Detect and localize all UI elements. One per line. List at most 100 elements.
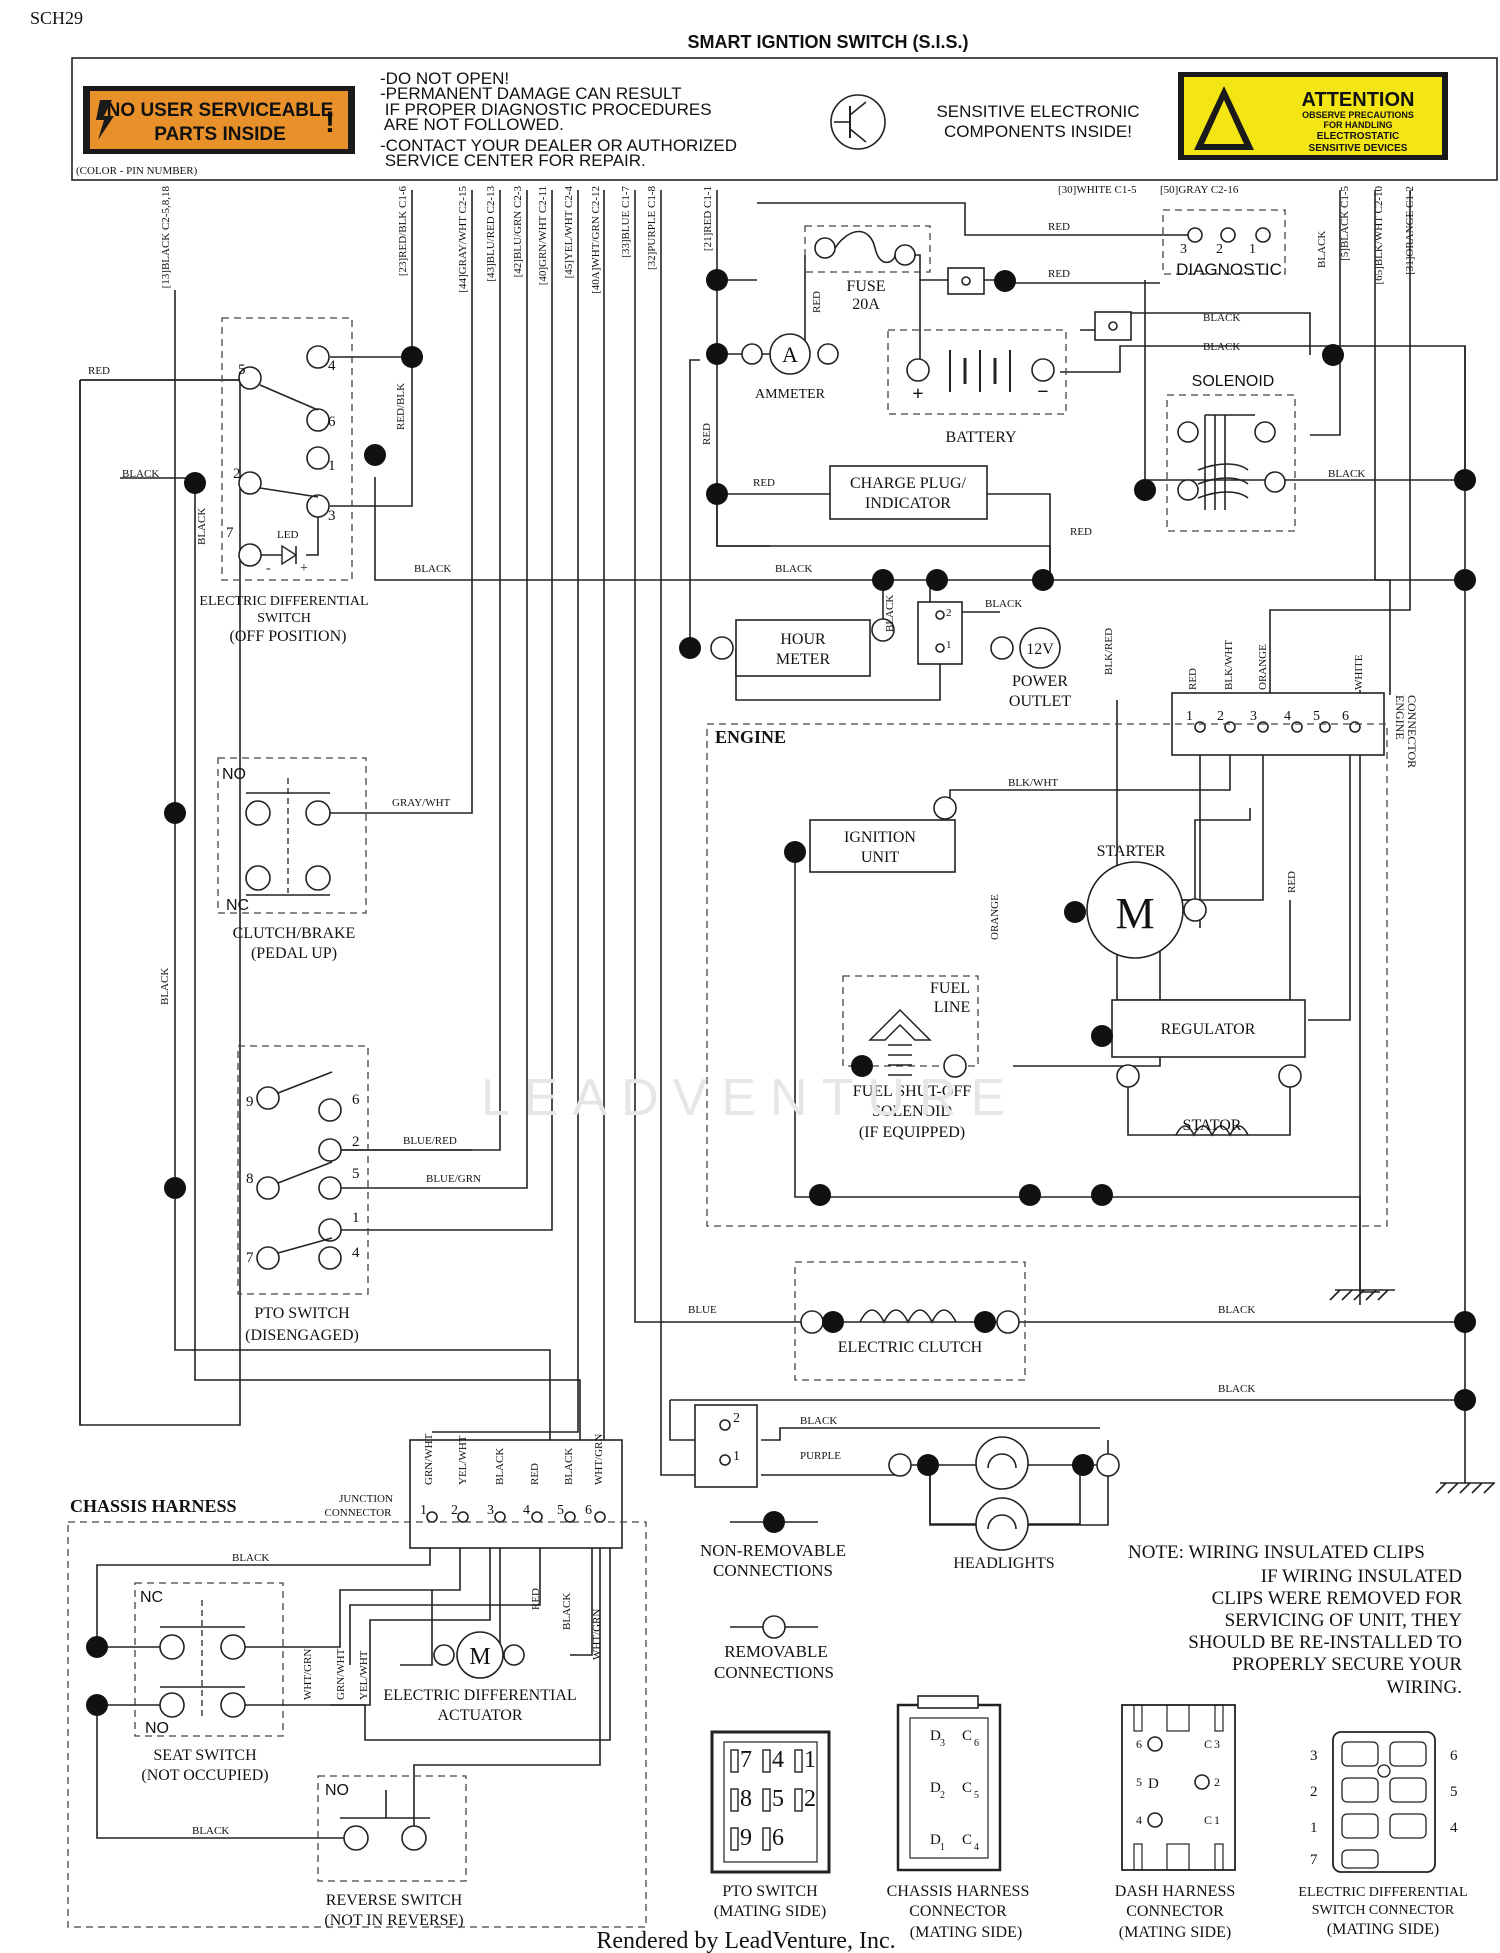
wire-label: BLACK [196,508,208,545]
wire-label: ORANGE [989,894,1001,940]
pin-label: [23]RED/BLK C1-6 [397,186,409,277]
warning-line: -CONTACT YOUR DEALER OR AUTHORIZED [380,136,737,155]
svg-text:1: 1 [804,1747,816,1773]
wire-label: PURPLE [800,1450,841,1462]
wire-label: BLACK [1203,312,1240,324]
svg-text:D: D [930,1780,941,1796]
headlights: HEADLIGHTS [888,1436,1120,1572]
svg-text:D: D [930,1728,941,1744]
wire-label: RED [88,365,110,377]
svg-text:3: 3 [1250,709,1257,724]
svg-text:5: 5 [1136,1775,1142,1789]
svg-text:6: 6 [585,1503,592,1518]
non-removable-label-2: CONNECTIONS [713,1561,833,1580]
diagnostic-label: DIAGNOSTIC [1176,260,1282,279]
warning-line: SERVICE CENTER FOR REPAIR. [380,151,646,170]
svg-text:1: 1 [1186,709,1193,724]
wire-label: BLACK [1203,341,1240,353]
sis-title: SMART IGNTION SWITCH (S.I.S.) [688,32,969,52]
pin-label: [40A]WHT/GRN C2-12 [590,186,602,294]
chassis-mating-label-3: (MATING SIDE) [910,1924,1022,1941]
pin-label: [13]BLACK C2-5,8,18 [160,186,172,289]
ignition-label-2: UNIT [861,849,899,866]
svg-text:8: 8 [246,1171,254,1187]
non-removable-connections [86,269,1476,1716]
pin-label: [50]GRAY C2-16 [1160,184,1239,196]
wire-label: BLACK [1316,231,1328,268]
starter-motor-symbol: M [1115,889,1154,938]
rendered-by-footer: Rendered by LeadVenture, Inc. [596,1928,895,1953]
chassis-mating-label-1: CHASSIS HARNESS [887,1883,1030,1900]
warning-text: -DO NOT OPEN! -PERMANENT DAMAGE CAN RESU… [380,69,737,170]
svg-text:1: 1 [940,1842,945,1853]
hour-meter-label-1: HOUR [780,631,826,648]
non-removable-dot-icon [763,1511,785,1533]
svg-text:3: 3 [1214,1737,1220,1751]
clutch-brake-switch: NO NC [217,757,367,914]
dash-mating-label-2: CONNECTOR [1126,1903,1224,1920]
power-outlet-label-1: POWER [1012,673,1068,690]
svg-text:4: 4 [772,1747,784,1773]
diagnostic-connector: 3 2 1 DIAGNOSTIC [1162,209,1286,279]
pin-label: [40]GRN/WHT C2-11 [537,186,549,285]
eds-mating-label-3: (MATING SIDE) [1327,1921,1439,1938]
wire-label: BLACK [1328,468,1365,480]
pto-switch: 9 6 2 5 8 1 7 4 [237,1045,369,1295]
svg-text:4: 4 [1136,1813,1142,1827]
stator-label: STATOR [1183,1117,1242,1134]
pto-mating-label-2: (MATING SIDE) [714,1903,826,1920]
attention-line: FOR HANDLING [1324,120,1393,130]
note-line: SERVICING OF UNIT, THEY [1225,1610,1463,1631]
svg-text:2: 2 [1216,242,1223,257]
fuel-solenoid-label-2: SOLENOID [872,1103,952,1120]
wire-label: BLUE/GRN [426,1173,481,1185]
lightning-icon [96,100,114,140]
svg-text:5: 5 [1450,1784,1458,1800]
wire-label: YEL/WHT [358,1650,370,1700]
svg-text:4: 4 [1284,709,1291,724]
wire-label: BLACK [561,1593,573,1630]
wire-label: BLACK [884,595,896,632]
svg-text:2: 2 [233,466,241,482]
attention-esd-badge: ATTENTION OBSERVE PRECAUTIONS FOR HANDLI… [1178,72,1448,160]
wire-label: BLK/WHT [1008,777,1058,789]
solenoid-label: SOLENOID [1192,373,1275,390]
attention-line: SENSITIVE DEVICES [1309,143,1408,154]
wire-label: WHT/GRN [593,1434,605,1485]
charge-plug-label-2: INDICATOR [865,495,951,512]
no-label: NO [222,766,246,783]
wire-label: RED [1187,668,1199,690]
pin-label: [65]BLK/WHT C2-10 [1373,186,1385,285]
fuel-line-label-1: FUEL [930,980,970,997]
outlet-symbol: 12V [1026,641,1054,658]
attention-title: ATTENTION [1302,89,1415,111]
eds-mating-label-2: SWITCH CONNECTOR [1312,1903,1455,1918]
svg-text:2: 2 [946,607,952,619]
svg-text:1: 1 [1310,1820,1318,1836]
wire-label: WHT/GRN [591,1609,603,1660]
svg-text:2: 2 [1217,709,1224,724]
led-icon [281,544,298,566]
svg-text:1: 1 [352,1210,360,1226]
svg-text:5: 5 [772,1786,784,1812]
sensitive-line-2: COMPONENTS INSIDE! [944,122,1132,141]
hour-meter-label-2: METER [776,651,831,668]
clutch-brake-label-2: (PEDAL UP) [251,945,337,962]
removable-label-2: CONNECTIONS [714,1663,834,1682]
ammeter: A AMMETER [741,333,839,402]
svg-text:7: 7 [740,1747,752,1773]
svg-text:4: 4 [974,1842,979,1853]
svg-text:C: C [962,1832,972,1848]
pin-label: [33]BLUE C1-7 [620,186,632,258]
seat-switch-label-1: SEAT SWITCH [153,1747,257,1764]
actuator-label-1: ELECTRIC DIFFERENTIAL [383,1687,576,1704]
pto-mating-label-1: PTO SWITCH [722,1883,818,1900]
engine-connector-label-2: CONNECTOR [1405,695,1419,768]
ground-icon [1329,1289,1395,1301]
svg-text:5: 5 [557,1503,564,1518]
svg-text:C: C [962,1780,972,1796]
no-label: NO [325,1782,349,1799]
engine-label: ENGINE [715,727,786,747]
